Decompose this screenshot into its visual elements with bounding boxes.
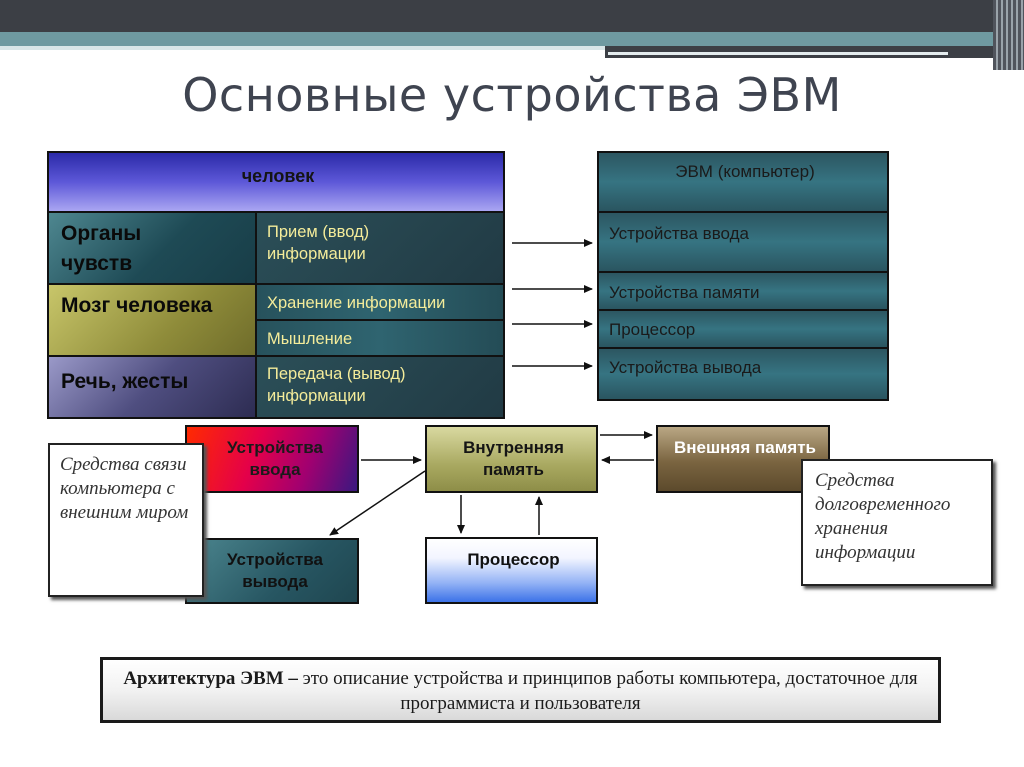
processor-block: Процессор [425,537,598,604]
computer-table: ЭВМ (компьютер) Устройства ввода Устройс… [597,151,889,401]
internal-memory-block: Внутренняя память [425,425,598,493]
external-memory-label: Внешняя память [674,438,816,457]
processor-label: Процессор [467,550,560,569]
human-row-output-right: Передача (вывод) информации [255,355,505,419]
human-row-speech-left: Речь, жесты [47,355,257,419]
right-note: Средства долговременного хранения информ… [801,459,993,586]
human-row-label: Речь, жесты [61,370,189,393]
human-row-label: Мозг человека [61,294,213,317]
human-row-label: Органы чувств [61,222,142,275]
top-decoration [0,0,1024,70]
arrow-internal-to-output [329,470,426,536]
human-row-storage-right: Хранение информации [255,283,505,321]
computer-row-memory: Устройства памяти [597,271,889,311]
output-devices-block: Устройства вывода [185,538,359,604]
output-devices-label: Устройства вывода [227,550,323,591]
input-devices-label: Устройства ввода [227,438,323,479]
computer-row-label: Устройства ввода [609,224,749,243]
internal-memory-label: Внутренняя память [463,438,564,479]
computer-header: ЭВМ (компьютер) [675,162,815,181]
computer-row-label: Устройства памяти [609,283,760,302]
human-row-function: Мышление [267,330,353,348]
computer-row-output: Устройства вывода [597,347,889,401]
human-row-function: Передача (вывод) информации [267,365,406,405]
human-row-senses-left: Органы чувств [47,211,257,285]
page-title: Основные устройства ЭВМ [182,68,842,122]
human-row-senses-right: Прием (ввод) информации [255,211,505,285]
human-table: человек Органы чувств Прием (ввод) инфор… [47,151,505,419]
human-row-function: Прием (ввод) информации [267,223,370,263]
definition-text: это описание устройства и принципов рабо… [297,668,918,714]
computer-row-input: Устройства ввода [597,211,889,273]
architecture-definition: Архитектура ЭВМ – это описание устройств… [100,657,941,723]
human-header: человек [241,166,315,186]
definition-term: Архитектура ЭВМ – [123,668,298,689]
computer-row-label: Устройства вывода [609,358,762,377]
computer-row-label: Процессор [609,320,696,339]
left-note-text: Средства связи компьютера с внешним миро… [60,454,189,523]
human-row-thinking-right: Мышление [255,319,505,357]
human-row-function: Хранение информации [267,294,446,312]
human-row-brain-left: Мозг человека [47,283,257,357]
right-note-text: Средства долговременного хранения информ… [815,470,951,563]
left-note: Средства связи компьютера с внешним миро… [48,443,204,597]
input-devices-block: Устройства ввода [185,425,359,493]
